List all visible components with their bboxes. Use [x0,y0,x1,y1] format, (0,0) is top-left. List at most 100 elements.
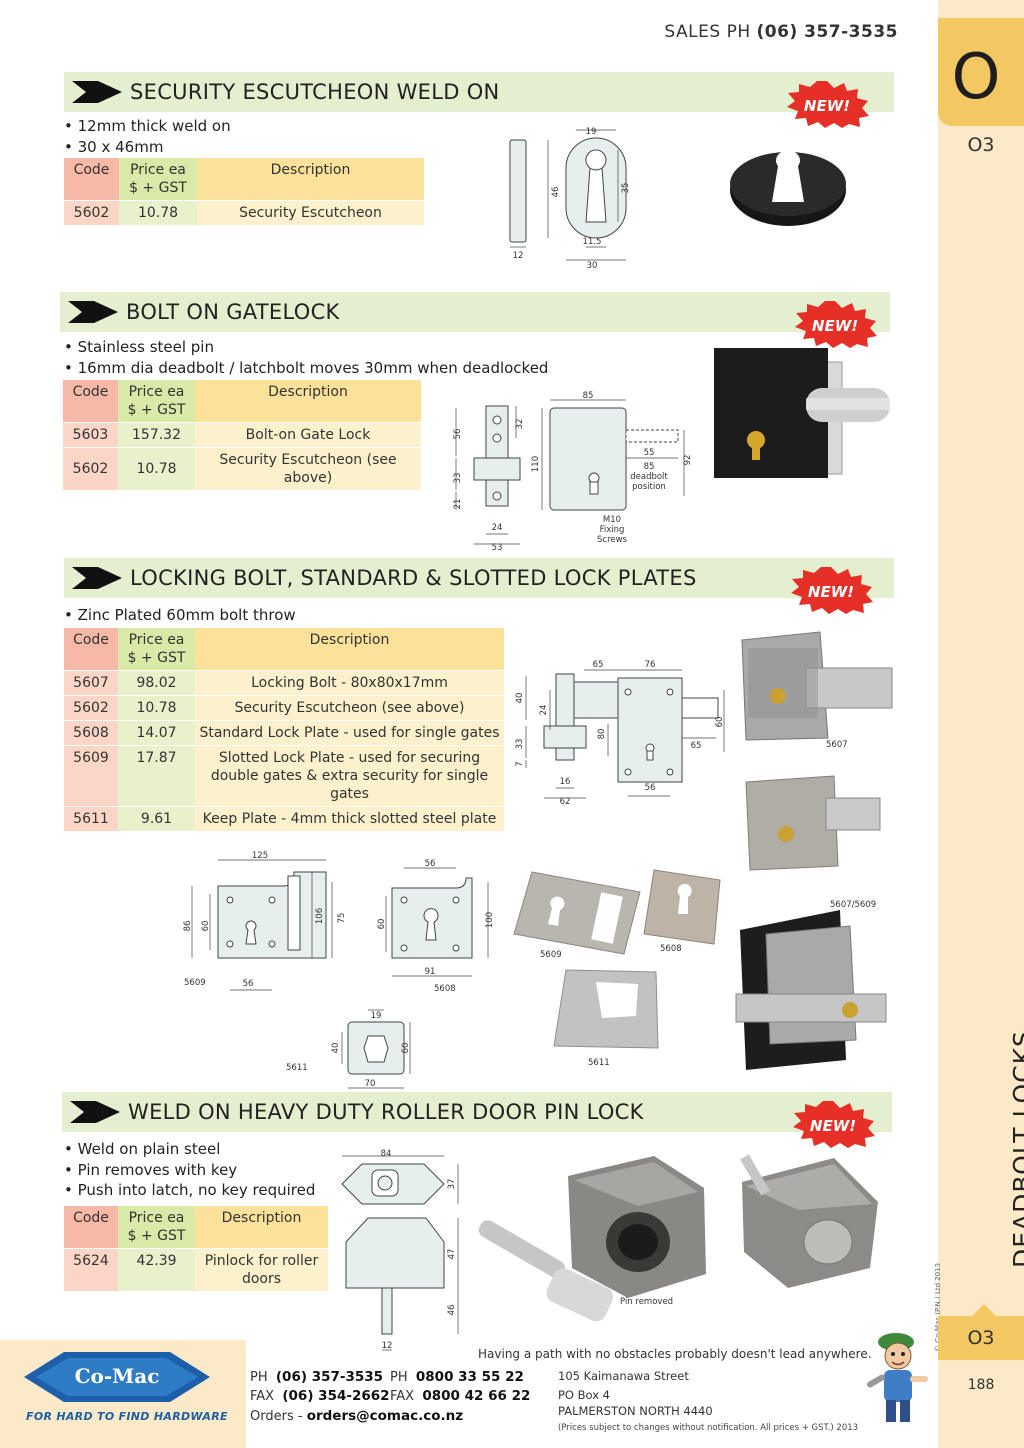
dim-label: 21 [453,499,463,510]
new-badge-text: NEW! [808,583,854,601]
cell-desc: Locking Bolt - 80x80x17mm [195,670,504,696]
col-desc: Description [195,1206,328,1249]
locking-bolt-diagram: 65 76 40 24 80 60 33 7 16 62 56 65 [515,660,725,804]
keep-plate-diagram: 19 40 60 70 [331,1009,411,1089]
dim-label: 65 [593,660,604,670]
freephone-line: PH 0800 33 55 22 [390,1369,524,1385]
freefax-number: 0800 42 66 22 [422,1388,531,1404]
slotted-plate-diagram: 125 86 60 106 75 56 [183,851,347,991]
col-price-unit: $ + GST [127,1228,186,1244]
bottom-tab [938,1304,1024,1360]
new-badge-icon: NEW! [795,301,877,348]
logo-name: Co-Mac [75,1364,160,1388]
orders-label: Orders - [250,1409,303,1424]
fax-label: FAX [250,1389,275,1404]
dim-label: 110 [531,456,541,472]
dim-label: 30 [587,261,598,270]
new-badge-icon: NEW! [787,81,869,128]
list-item: 12mm thick weld on [64,116,231,137]
arrow-icon [72,81,122,103]
cell-desc: Standard Lock Plate - used for single ga… [195,720,504,746]
feature-list: Zinc Plated 60mm bolt throw [64,605,296,626]
photo-label: 5611 [588,1058,610,1068]
dim-label: 85 [583,391,594,401]
fax-number: (06) 354-2662 [282,1388,390,1404]
section-title: LOCKING BOLT, STANDARD & SLOTTED LOCK PL… [130,566,697,590]
dim-label: 60 [401,1043,411,1054]
dim-label: 76 [645,660,656,670]
footer-quote: Having a path with no obstacles probably… [478,1347,872,1361]
list-item: 30 x 46mm [64,137,231,158]
feature-list: 12mm thick weld on 30 x 46mm [64,116,231,157]
col-code: Code [64,1206,118,1249]
section-band: SECURITY ESCUTCHEON WELD ON [64,72,894,112]
address-po-box: PO Box 4 [558,1388,610,1402]
cell-price: 157.32 [118,422,195,448]
col-price: Price ea$ + GST [119,158,197,201]
dim-label: 11.5 [583,237,602,247]
dim-label: 125 [252,851,268,861]
sales-phone: (06) 357-3535 [756,22,898,42]
disclaimer: (Prices subject to changes without notif… [558,1423,859,1433]
photo-label: 5607 [826,740,848,750]
section-band: WELD ON HEAVY DUTY ROLLER DOOR PIN LOCK [62,1092,892,1132]
cell-code: 5608 [64,720,118,746]
diagram-label: 5608 [434,984,456,994]
list-item: Weld on plain steel [64,1139,315,1160]
gatelock-diagram: 85 56 32 110 33 21 24 53 55 85 deadbolt … [453,391,693,550]
dim-label: 86 [183,921,193,932]
freephone-number[interactable]: 0800 33 55 22 [415,1369,524,1385]
feature-list: Weld on plain steel Pin removes with key… [64,1139,316,1201]
category-title: DEADBOLT LOCKS [1008,1030,1024,1268]
feature-list: Stainless steel pin 16mm dia deadbolt / … [64,337,549,378]
dim-label: 56 [453,429,463,440]
bottom-section-code: O3 [967,1327,995,1349]
address-street: 105 Kaimanawa Street [558,1369,689,1383]
dim-label: 19 [586,127,597,137]
dim-label: M10 [603,515,621,525]
orders-email-link[interactable]: orders@comac.co.nz [306,1408,464,1424]
cell-desc: Bolt-on Gate Lock [195,422,421,448]
comac-logo: Co-Mac [24,1352,210,1402]
standard-plate-diagram: 56 60 100 91 [377,859,495,977]
dim-label: 75 [337,913,347,924]
sales-phone-header: SALES PH (06) 357-3535 [664,22,898,42]
slotted-plate-photo [513,871,641,955]
diagram-label: 5609 [184,978,206,988]
dim-label: 62 [560,797,571,804]
dim-label: Screws [597,535,628,545]
address-city: PALMERSTON NORTH 4440 [558,1404,713,1418]
photo-label: 5609 [540,950,562,960]
dim-label: 19 [371,1011,382,1021]
dim-label: 40 [331,1043,341,1054]
new-badge-icon: NEW! [791,567,873,614]
escutcheon-diagram: 19 46 35 11.5 12 30 [509,127,631,270]
cell-price: 17.87 [118,745,195,807]
dim-label: 65 [691,741,702,751]
dim-label: 92 [683,455,693,466]
cell-price: 9.61 [118,806,195,831]
arrow-icon [70,1101,120,1123]
col-price: Price ea $ + GST [118,1206,195,1249]
phone-number[interactable]: (06) 357-3535 [275,1369,384,1385]
locking-bolt-photo [741,631,893,741]
photo-label: Pin removed [620,1297,674,1307]
cell-code: 5609 [64,745,118,807]
cell-code: 5607 [64,670,118,696]
dim-label: 7 [515,761,525,766]
dim-label: 35 [621,183,631,194]
cell-desc: Pinlock for roller doors [195,1248,328,1291]
dim-label: 32 [515,419,525,430]
table-row: 5602 10.78 Security Escutcheon [64,200,424,225]
new-badge-text: NEW! [812,317,858,335]
col-price: Price ea$ + GST [118,380,195,423]
arrow-icon [72,567,122,589]
dim-label: 84 [381,1149,392,1159]
dim-label: 53 [492,543,503,550]
price-table: Code Price ea$ + GST Description 5603 15… [63,380,421,490]
col-price-label: Price ea [128,1210,185,1226]
dim-label: 100 [485,912,495,928]
escutcheon-photo [730,150,846,226]
cell-price: 42.39 [118,1248,195,1291]
section-letter: O [951,40,1001,113]
